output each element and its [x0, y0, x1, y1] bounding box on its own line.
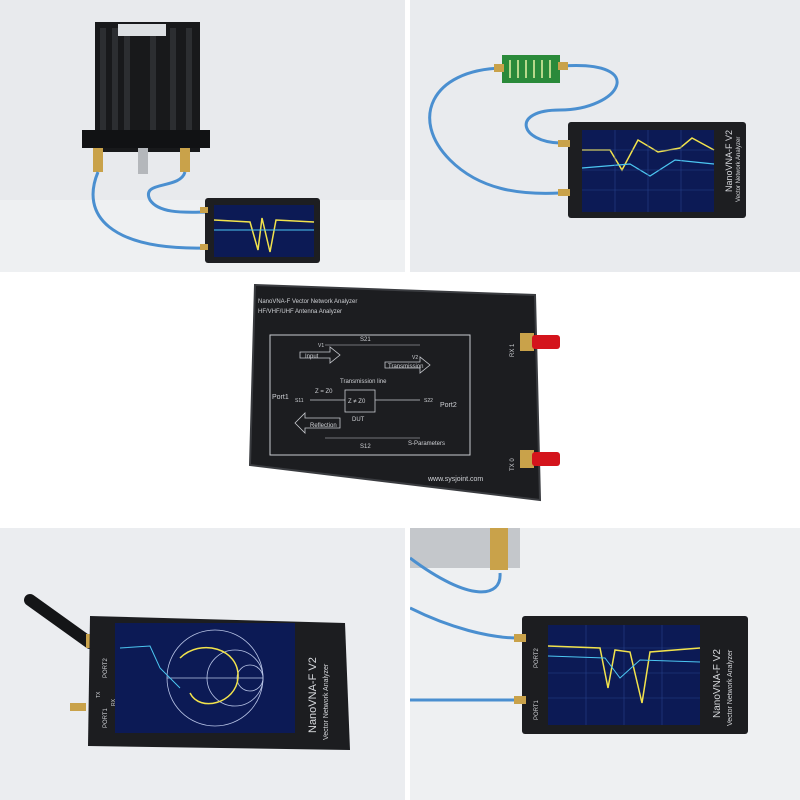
photo-antenna-smith-chart: PORT2 PORT1 TX RX NanoVNA-F V2 Vector Ne…: [0, 528, 405, 800]
coax-cable-icon: [91, 171, 209, 250]
transmission-line-label: Transmission line: [340, 379, 387, 385]
port2-label: PORT2: [534, 647, 540, 668]
s22-label: S22: [424, 398, 433, 404]
photo-notch-sweep-test: PORT2 PORT1 NanoVNA-F V2 Vector Network …: [410, 528, 800, 800]
device-brand-label: NanoVNA-F V2: [712, 649, 723, 718]
port-label-rx: RX 1: [510, 343, 516, 357]
device-brand-label: NanoVNA-F V2: [307, 657, 319, 733]
photo-device-back-panel: NanoVNA-F Vector Network Analyzer HF/VHF…: [0, 275, 800, 523]
tx-label: TX: [96, 691, 102, 698]
port2-label: PORT2: [103, 657, 109, 678]
photo-duplexer-test: [0, 0, 405, 272]
coax-cable-icon: [428, 64, 619, 195]
transmission-label: Transmission: [388, 364, 423, 370]
z-equal-label: Z = Z0: [315, 389, 333, 395]
port1-label: PORT1: [103, 707, 109, 728]
device-subtitle-label: Vector Network Analyzer: [323, 663, 330, 740]
pcb-filter-icon: [494, 55, 568, 83]
device-subtitle-label: Vector Network Analyzer: [727, 649, 734, 726]
port2-label: Port2: [440, 402, 457, 409]
s12-label: S12: [360, 444, 371, 450]
device-brand-label: NanoVNA-F V2: [724, 130, 734, 192]
nanovna-device-icon: [514, 616, 748, 734]
nanovna-case-icon: [248, 283, 542, 502]
panel-title-line2: HF/VHF/UHF Antenna Analyzer: [258, 309, 342, 315]
smith-chart-icon: [166, 629, 264, 727]
device-subtitle-label: Vector Network Analyzer: [736, 137, 742, 202]
s21-label: S21: [360, 337, 371, 343]
s11-label: S11: [295, 398, 304, 404]
coax-cable-icon: [410, 556, 520, 702]
nanovna-device-icon: [200, 198, 320, 263]
nanovna-device-icon: [70, 616, 350, 750]
nanovna-device-icon: [558, 122, 746, 218]
sma-connector-icon: [520, 333, 560, 468]
port1-label: PORT1: [534, 699, 540, 720]
s-parameters-label: S-Parameters: [408, 441, 445, 447]
port-label-tx: TX 0: [510, 458, 516, 471]
rx-label: RX: [111, 698, 117, 706]
panel-title-line1: NanoVNA-F Vector Network Analyzer: [258, 299, 357, 305]
v2-label: V2: [412, 355, 418, 361]
z-not-equal-label: Z ≠ Z0: [348, 399, 366, 405]
dut-label: DUT: [352, 417, 365, 423]
duplexer-icon: [82, 22, 210, 174]
port1-label: Port1: [272, 394, 289, 401]
input-label: Input: [305, 354, 319, 360]
v1-label: V1: [318, 343, 324, 349]
photo-pcb-filter-test: NanoVNA-F V2 Vector Network Analyzer: [410, 0, 800, 272]
reflection-label: Reflection: [310, 423, 337, 429]
website-label: www.sysjoint.com: [427, 476, 483, 483]
